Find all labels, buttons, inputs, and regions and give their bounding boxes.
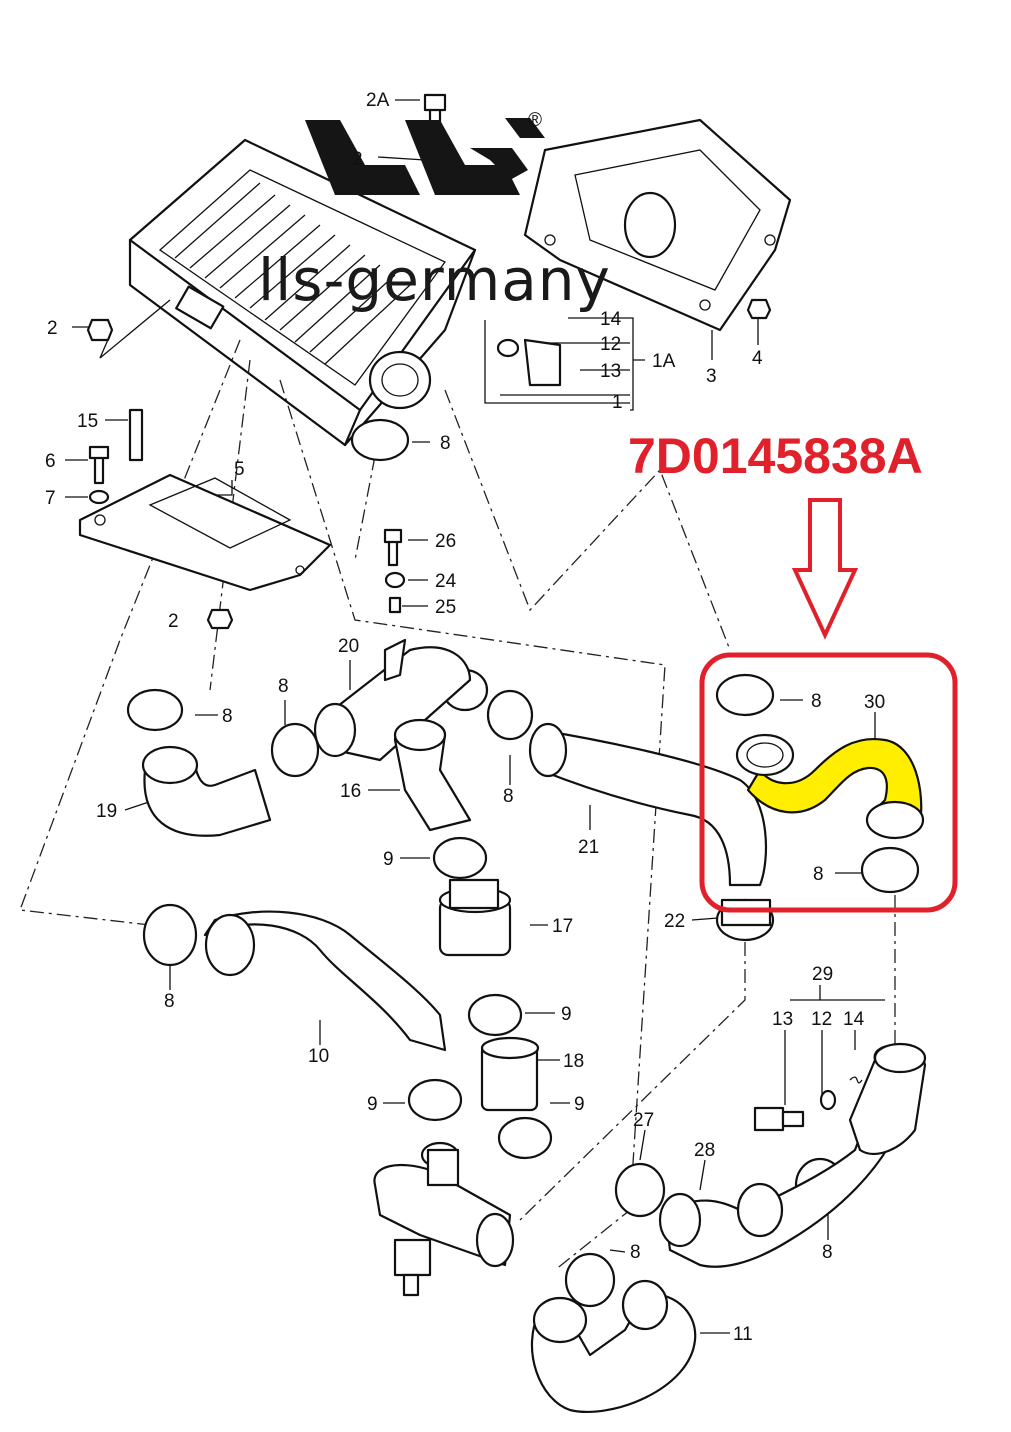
down-arrow-icon <box>791 498 859 640</box>
label-9-d: 9 <box>574 1094 585 1115</box>
highlight-box <box>699 652 958 913</box>
label-2A: 2A <box>366 90 390 111</box>
label-8-c: 8 <box>278 676 289 697</box>
heat-shield-5 <box>78 473 332 592</box>
label-14-top: 14 <box>600 309 622 330</box>
hoses-and-clamps <box>126 418 927 1413</box>
label-27: 27 <box>633 1110 654 1131</box>
leader-lines <box>65 99 885 1334</box>
label-14-b: 14 <box>843 1009 865 1030</box>
label-8-g: 8 <box>164 991 175 1012</box>
intercooler <box>128 138 477 447</box>
label-24: 24 <box>435 571 457 592</box>
brand-website: lls-germany <box>258 246 611 314</box>
label-5: 5 <box>234 459 245 480</box>
label-8-b: 8 <box>222 706 233 727</box>
label-2-top: 2 <box>352 149 363 170</box>
label-9-a: 9 <box>383 849 394 870</box>
label-16: 16 <box>340 781 361 802</box>
label-8-i: 8 <box>630 1242 641 1263</box>
label-25: 25 <box>435 597 456 618</box>
brand-logo: ® <box>305 110 545 195</box>
label-12-top: 12 <box>600 334 621 355</box>
label-29: 29 <box>812 964 833 985</box>
label-12-b: 12 <box>811 1009 832 1030</box>
label-2-bracket: 2 <box>168 611 179 632</box>
label-18: 18 <box>563 1051 584 1072</box>
label-8-d: 8 <box>503 786 514 807</box>
mounting-bracket-3 <box>523 118 792 332</box>
label-15: 15 <box>77 411 98 432</box>
part-labels: 2A 2 2 14 12 13 1 1A 3 4 15 6 7 5 8 26 2… <box>45 90 885 1345</box>
label-10: 10 <box>308 1046 329 1067</box>
highlighted-hose-30 <box>735 733 925 840</box>
label-13-b: 13 <box>772 1009 793 1030</box>
label-4: 4 <box>752 348 763 369</box>
label-19: 19 <box>96 801 117 822</box>
label-26: 26 <box>435 531 456 552</box>
label-9-b: 9 <box>561 1004 572 1025</box>
label-8-e: 8 <box>811 691 822 712</box>
label-30: 30 <box>864 692 885 713</box>
label-22: 22 <box>664 911 685 932</box>
label-3: 3 <box>706 366 717 387</box>
label-8-a: 8 <box>440 433 451 454</box>
logo-mark <box>305 118 545 195</box>
label-1: 1 <box>612 392 623 413</box>
label-11: 11 <box>733 1324 753 1345</box>
part-number-callout: 7D0145838A <box>628 428 923 484</box>
label-7: 7 <box>45 488 56 509</box>
label-1A: 1A <box>652 351 676 372</box>
label-8-h: 8 <box>822 1242 833 1263</box>
label-21: 21 <box>578 837 599 858</box>
label-6: 6 <box>45 451 56 472</box>
label-2-left: 2 <box>47 318 58 339</box>
registered-mark: ® <box>528 110 542 131</box>
label-9-c: 9 <box>367 1094 378 1115</box>
label-13-top: 13 <box>600 361 621 382</box>
label-8-f: 8 <box>813 864 824 885</box>
label-20: 20 <box>338 636 359 657</box>
label-28: 28 <box>694 1140 715 1161</box>
label-17: 17 <box>552 916 573 937</box>
